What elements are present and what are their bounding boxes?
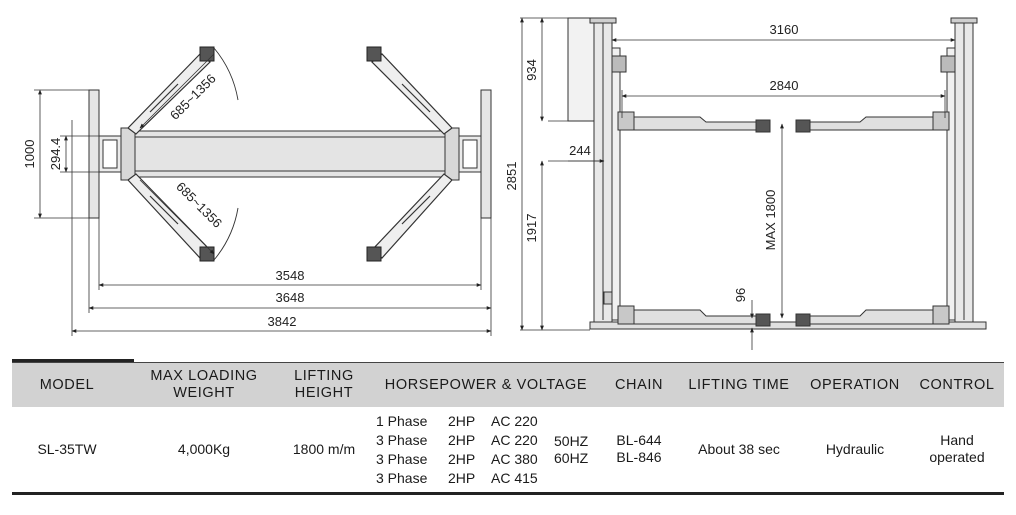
right-cylinder [946, 47, 956, 321]
power-hp-3: 2HP [448, 451, 476, 467]
dim-294-4: 294.4 [48, 138, 63, 171]
dim-max-1800: MAX 1800 [763, 190, 778, 251]
power-freq-1: 50HZ [554, 433, 589, 449]
power-freq-2: 60HZ [554, 450, 589, 466]
dim-3648: 3648 [276, 290, 305, 305]
power-phase-1: 1 Phase [376, 413, 428, 429]
cell-lifting-height: 1800 m/m [292, 440, 356, 457]
power-ac-2: AC 220 [491, 432, 538, 448]
dim-1000: 1000 [22, 140, 37, 169]
cell-operation: Hydraulic [825, 440, 885, 457]
top-view-dimensions [34, 89, 492, 336]
technical-drawing: 1000 294.4 685~1356 685~1356 3548 3648 3… [22, 17, 987, 350]
power-ac-4: AC 415 [491, 470, 538, 486]
front-view [567, 17, 987, 330]
dim-934: 934 [524, 59, 539, 81]
raised-arms [617, 111, 950, 133]
table-row: SL-35TW 4,000Kg 1800 m/m 1 Phase 2HP AC … [12, 406, 1004, 492]
power-phase-2: 3 Phase [376, 432, 428, 448]
dim-96: 96 [733, 288, 748, 302]
table-bottom-rule [12, 492, 1004, 495]
header-model: MODEL [39, 376, 95, 393]
header-lifting-time: LIFTING TIME [688, 376, 790, 393]
right-base-plate [480, 89, 492, 219]
header-operation: OPERATION [810, 376, 900, 393]
power-ac-1: AC 220 [491, 413, 538, 429]
table-top-rule [12, 359, 134, 362]
top-view [88, 46, 492, 262]
dim-3160: 3160 [770, 22, 799, 37]
power-phase-4: 3 Phase [376, 470, 428, 486]
front-view-dimensions [520, 17, 956, 350]
power-hp-1: 2HP [448, 413, 476, 429]
left-carriage [120, 127, 136, 181]
power-unit-box [567, 17, 595, 122]
floor-plate [589, 321, 987, 330]
cell-power: 1 Phase 2HP AC 220 3 Phase 2HP AC 220 3 … [376, 406, 606, 492]
power-hp-2: 2HP [448, 432, 476, 448]
right-carriage [444, 127, 460, 181]
dim-2840: 2840 [770, 78, 799, 93]
cell-weight: 4,000Kg [177, 440, 231, 457]
lift-arms-top-view [127, 53, 453, 259]
header-horsepower-voltage: HORSEPOWER & VOLTAGE [384, 376, 588, 393]
cell-lifting-time: About 38 sec [698, 440, 780, 457]
dim-1917: 1917 [524, 214, 539, 243]
dim-3842: 3842 [268, 314, 297, 329]
power-hp-4: 2HP [448, 470, 476, 486]
power-phase-3: 3 Phase [376, 451, 428, 467]
power-ac-3: AC 380 [491, 451, 538, 467]
left-cylinder [611, 47, 621, 321]
dim-2851: 2851 [504, 162, 519, 191]
header-control: CONTROL [919, 376, 995, 393]
lowered-arms [617, 305, 950, 327]
left-base-plate [88, 89, 100, 219]
dim-244: 244 [569, 143, 591, 158]
dim-3548: 3548 [276, 268, 305, 283]
overhead-beam [134, 130, 446, 178]
cell-model: SL-35TW [37, 440, 97, 457]
header-chain: CHAIN [614, 376, 664, 393]
